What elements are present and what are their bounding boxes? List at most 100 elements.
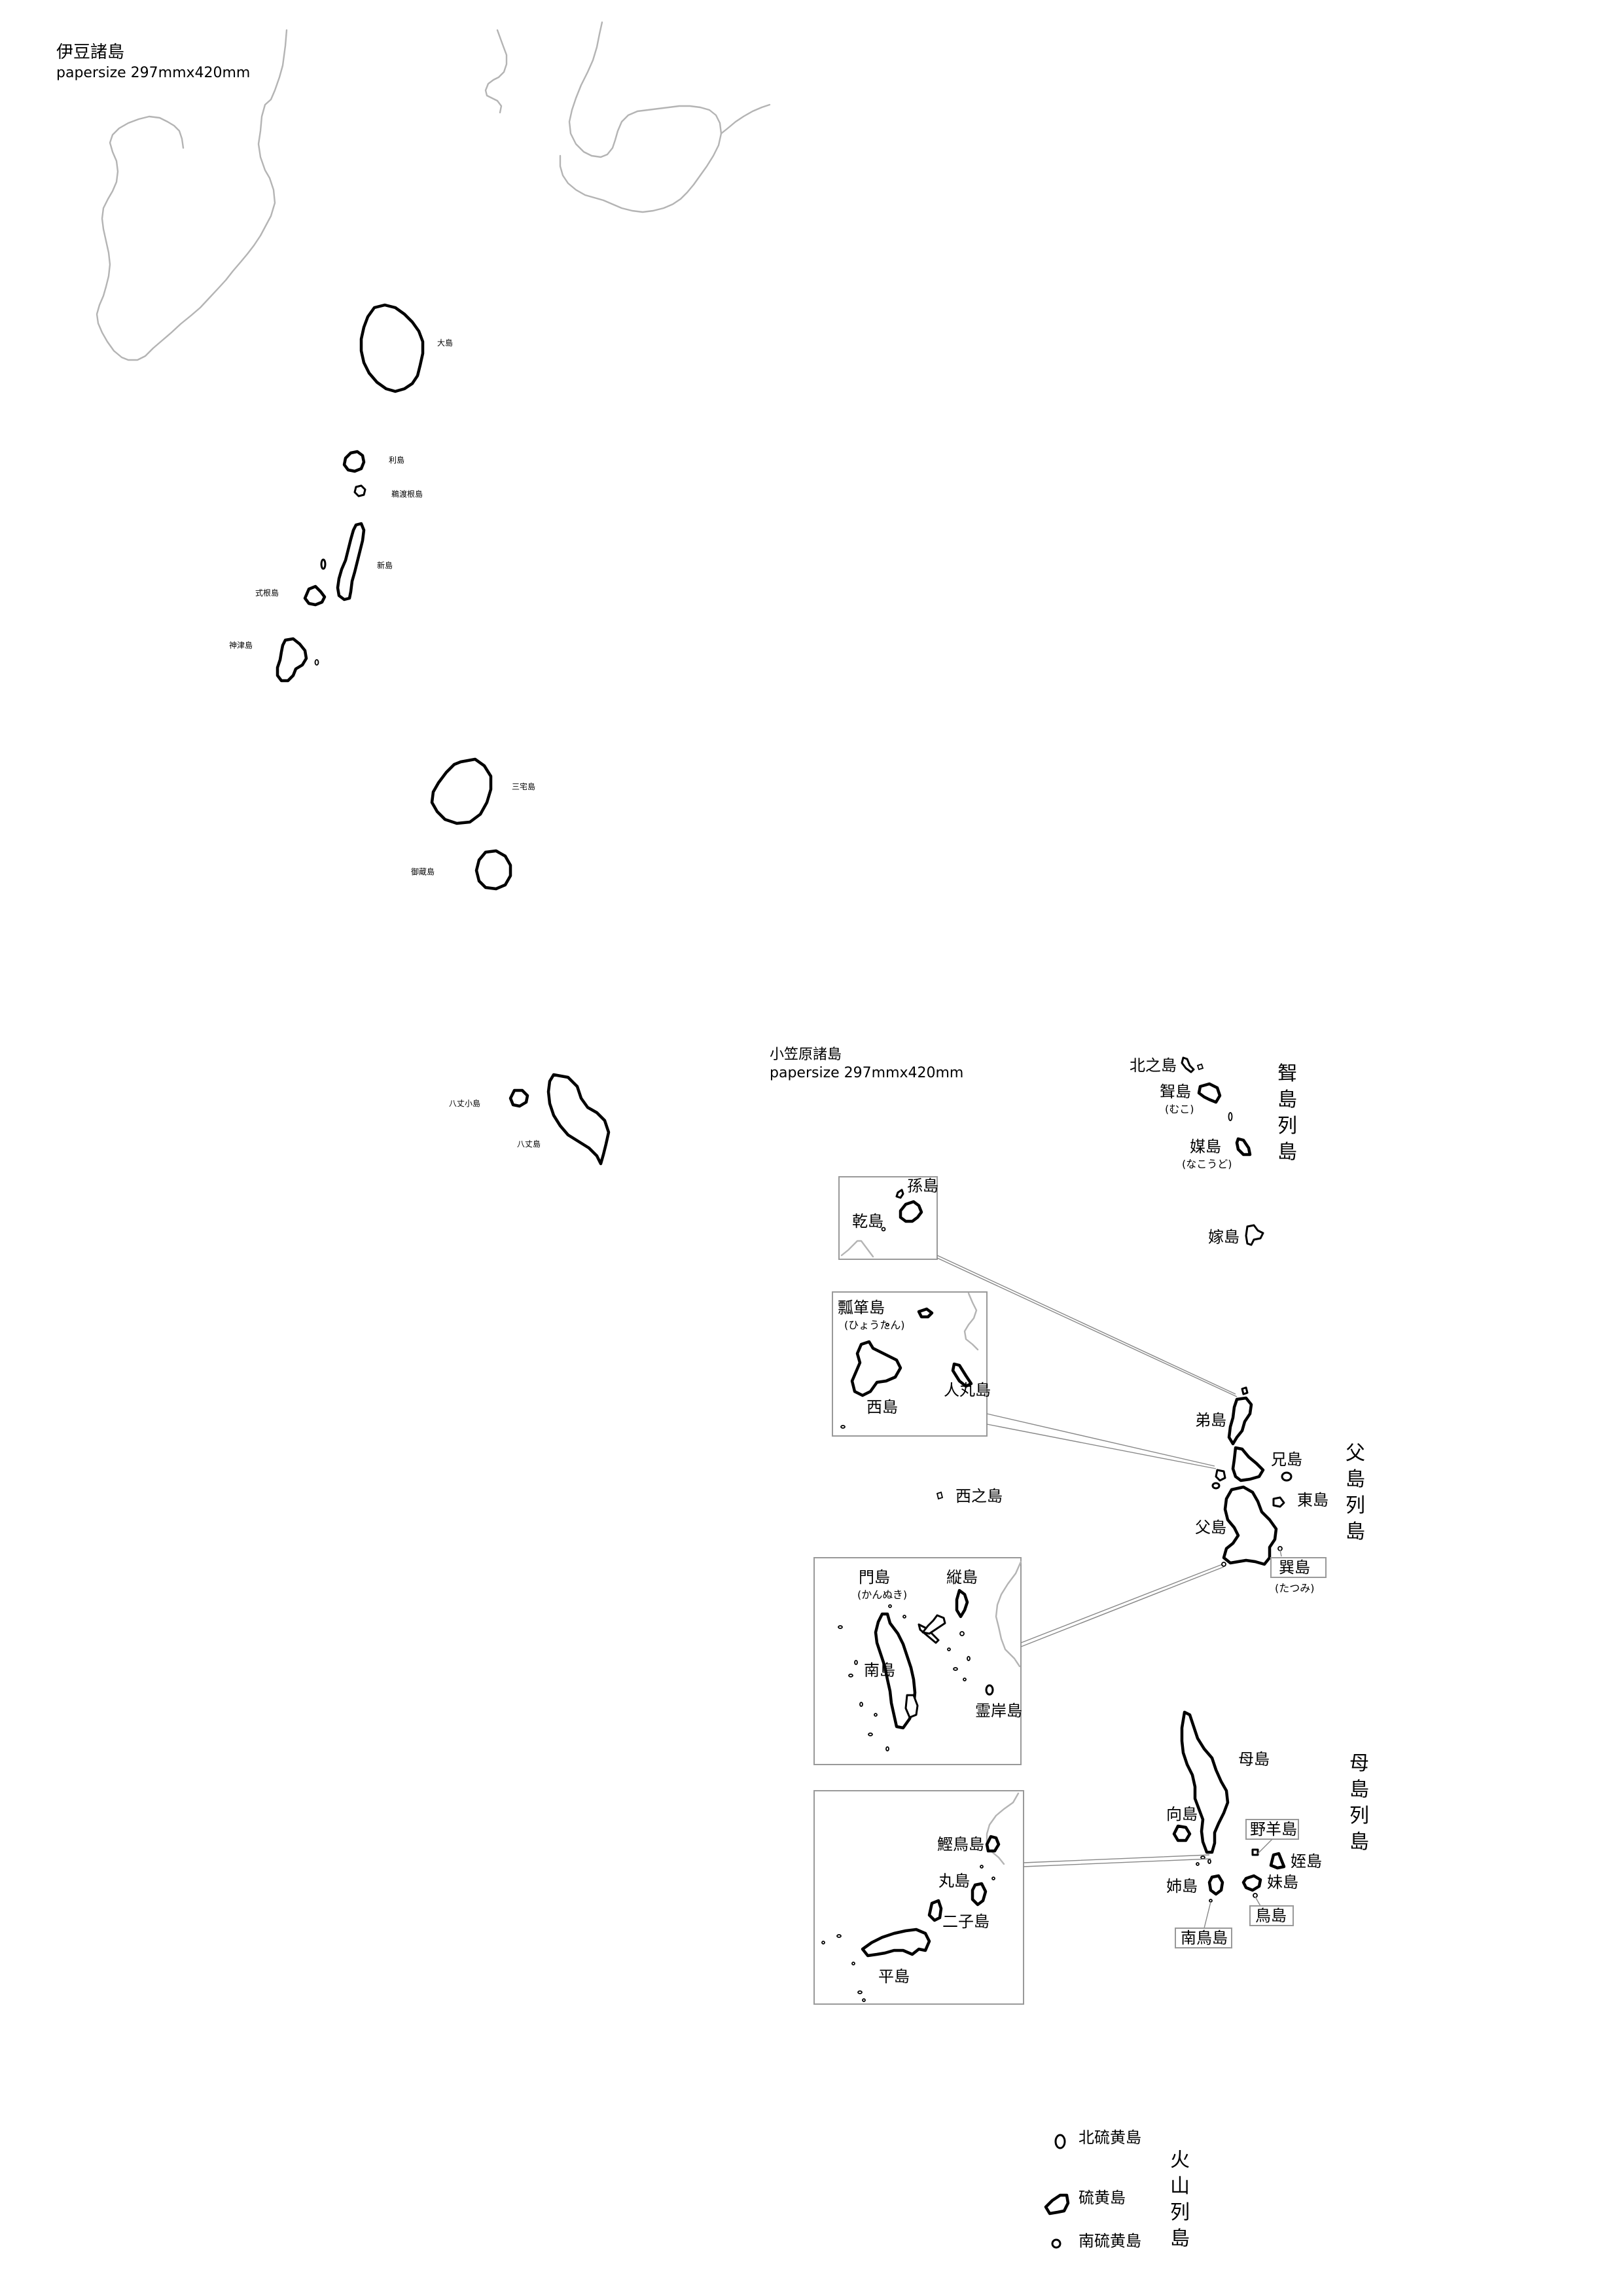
leader-tatsumijima: [1279, 1549, 1282, 1557]
leader-inset4: [1023, 1854, 1211, 1867]
island-oshima: [359, 303, 425, 393]
inset2-rock: [885, 1323, 889, 1327]
label-magojima: 孫島: [907, 1177, 938, 1195]
label-kannukijima: 門島: [859, 1568, 890, 1587]
island-higashijima: [1272, 1496, 1285, 1508]
island-hachijokojima: [508, 1088, 529, 1108]
label-yomejima: 嫁島: [1208, 1228, 1240, 1246]
island-niijima: [336, 522, 366, 601]
island-jinai: [320, 558, 327, 570]
izu-papersize: papersize 297mmx420mm: [56, 65, 250, 81]
ogasawara-papersize: papersize 297mmx420mm: [770, 1065, 963, 1081]
leader-nobushijima: [1257, 1839, 1273, 1854]
label-oshima: 大島: [437, 338, 453, 348]
island-chichijima-rock: [1211, 1482, 1221, 1490]
group-chichijima-char: 島: [1346, 1520, 1365, 1543]
izu-section: 伊豆諸島 papersize 297mmx420mm 大島 利島 鵜渡根島 新島…: [56, 21, 771, 1166]
island-toshima: [342, 450, 366, 473]
island-anijima: [1231, 1446, 1265, 1482]
group-hahajima-char: 島: [1349, 1778, 1369, 1801]
label-kitaiwoto: 北硫黄島: [1079, 2128, 1141, 2147]
rock: [991, 1876, 995, 1880]
inset4-coast: [986, 1792, 1020, 1865]
island-katsuodorijima: [985, 1835, 1001, 1853]
rock: [838, 1625, 843, 1629]
group-mukojima-char: 聟: [1277, 1062, 1297, 1085]
label-tatejima: 縦島: [946, 1568, 978, 1587]
group-kazan-char: 山: [1170, 2175, 1190, 2198]
leader-inset1: [936, 1255, 1238, 1397]
island-minamijima-inner: [904, 1694, 919, 1719]
island-nobushijima: [1251, 1848, 1259, 1856]
inset-frame-minamijima: [813, 1557, 1022, 1765]
rock: [1207, 1859, 1211, 1864]
inset2-rock: [840, 1425, 846, 1429]
group-chichijima-char: 父: [1346, 1442, 1365, 1465]
label-kozushima: 神津島: [229, 640, 253, 650]
island-inuijima: [881, 1227, 886, 1232]
label-anijima: 兄島: [1271, 1450, 1302, 1469]
island-reiganjima: [985, 1684, 994, 1696]
label-nishinoshima: 西之島: [955, 1487, 1003, 1505]
reading-mukojima: (むこ): [1165, 1103, 1194, 1115]
rock: [963, 1677, 967, 1681]
island-kitanoshima-rock: [1196, 1063, 1204, 1071]
reading-tatsumijima: (たつみ): [1275, 1582, 1315, 1594]
label-chichijima: 父島: [1195, 1518, 1226, 1537]
inset3-coast: [995, 1560, 1022, 1668]
group-chichijima-char: 島: [1346, 1468, 1365, 1491]
island-udonejima: [353, 484, 366, 497]
island-kozushima: [276, 637, 308, 683]
island-nishinoshima: [936, 1491, 944, 1500]
label-inuijima: 乾島: [852, 1212, 883, 1230]
label-hahajima: 母島: [1238, 1750, 1270, 1768]
rock: [874, 1713, 878, 1717]
island-chichijima: [1222, 1485, 1278, 1566]
group-hahajima-char: 母: [1349, 1752, 1369, 1775]
group-hahajima-char: 列: [1349, 1804, 1369, 1827]
island-onbasejima: [314, 659, 319, 666]
group-kazan-char: 島: [1170, 2227, 1190, 2250]
island-tatejima: [955, 1588, 969, 1619]
label-niijima: 新島: [377, 560, 393, 570]
boso-coast: [720, 103, 771, 135]
label-miyakejima: 三宅島: [512, 781, 535, 791]
island-hirajima: [861, 1928, 931, 1958]
island-iwoto: [1044, 2193, 1070, 2215]
leader-inset3: [1020, 1564, 1224, 1647]
group-mukojima-char: 列: [1277, 1115, 1297, 1138]
island-ototojima-tip: [1241, 1386, 1249, 1395]
rock: [859, 1702, 863, 1707]
group-label-kazan: 火 山 列 島: [1170, 2149, 1190, 2250]
label-mukojima: 聟島: [1160, 1083, 1191, 1101]
rock: [862, 1998, 866, 2002]
island-nakodo-rock: [1228, 1112, 1233, 1121]
miura-coast: [559, 21, 722, 213]
minamijima-mark-rock: [1221, 1562, 1226, 1567]
inset-frame-hirajima: [813, 1790, 1024, 2005]
leader-inset2: [986, 1413, 1217, 1469]
rock: [888, 1604, 892, 1608]
island-mukojima-haha: [1172, 1824, 1192, 1842]
rock: [980, 1865, 984, 1869]
label-anejima: 姉島: [1166, 1877, 1198, 1895]
island-minamiiwoto: [1051, 2238, 1061, 2249]
inset1-coast: [840, 1240, 874, 1258]
island-hyotanjima: [917, 1307, 934, 1319]
reading-hyotanjima: (ひょうたん): [844, 1319, 905, 1331]
island-anejima: [1207, 1874, 1224, 1896]
group-label-chichijima: 父 島 列 島: [1346, 1442, 1365, 1543]
island-nishijima: [850, 1340, 902, 1397]
rock: [1196, 1862, 1200, 1866]
rock: [836, 1934, 842, 1938]
group-mukojima-char: 島: [1277, 1141, 1297, 1164]
group-mukojima-char: 島: [1277, 1088, 1297, 1111]
island-yomejima: [1245, 1224, 1264, 1246]
box-tatsumijima: [1270, 1557, 1327, 1578]
island-miyakejima: [430, 757, 493, 825]
island-kitaiwoto: [1054, 2134, 1066, 2149]
label-shikinejima: 式根島: [255, 588, 279, 598]
group-hahajima-char: 島: [1349, 1831, 1369, 1854]
inset-frame-magojima: [838, 1176, 938, 1260]
label-reiganjima: 霊岸島: [975, 1702, 1022, 1720]
